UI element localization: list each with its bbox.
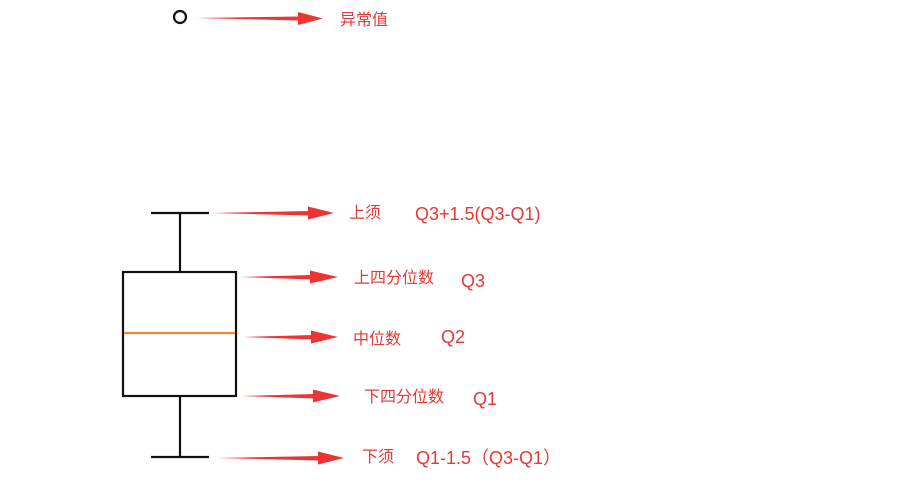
upper-whisker-arrow (212, 206, 334, 220)
median-arrow (243, 330, 338, 344)
lower-quartile-formula: Q1 (473, 389, 498, 409)
lower-quartile-label: 下四分位数 (364, 387, 445, 406)
upper-quartile-arrow (240, 270, 338, 284)
lower-whisker-label: 下须 (362, 447, 395, 466)
upper-whisker-label: 上须 (349, 203, 382, 222)
outlier-point (172, 9, 188, 25)
lower-whisker-formula: Q1-1.5（Q3-Q1） (416, 448, 562, 468)
outlier-arrow (196, 12, 323, 25)
lower-whisker-arrow (218, 451, 344, 465)
upper-whisker-formula: Q3+1.5(Q3-Q1) (415, 204, 541, 224)
upper-quartile-label: 上四分位数 (354, 268, 435, 287)
outlier-label: 异常值 (340, 10, 389, 29)
lower-quartile-arrow (242, 389, 340, 403)
upper-quartile-formula: Q3 (461, 271, 486, 291)
median-label: 中位数 (353, 329, 402, 348)
median-formula: Q2 (441, 327, 466, 347)
